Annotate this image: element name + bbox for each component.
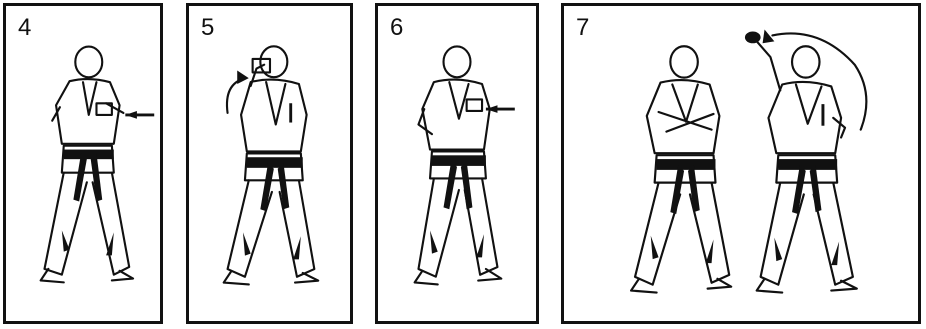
panel-6: 6 [375,3,539,324]
karateka-figure-illustration [378,6,536,321]
panel-7: 7 [561,3,921,324]
panel-4: 4 [3,3,163,324]
panel-5: 5 [186,3,353,324]
karateka-figure-illustration [6,6,160,321]
karateka-figures-illustration [564,6,918,321]
karateka-figure-illustration [189,6,350,321]
